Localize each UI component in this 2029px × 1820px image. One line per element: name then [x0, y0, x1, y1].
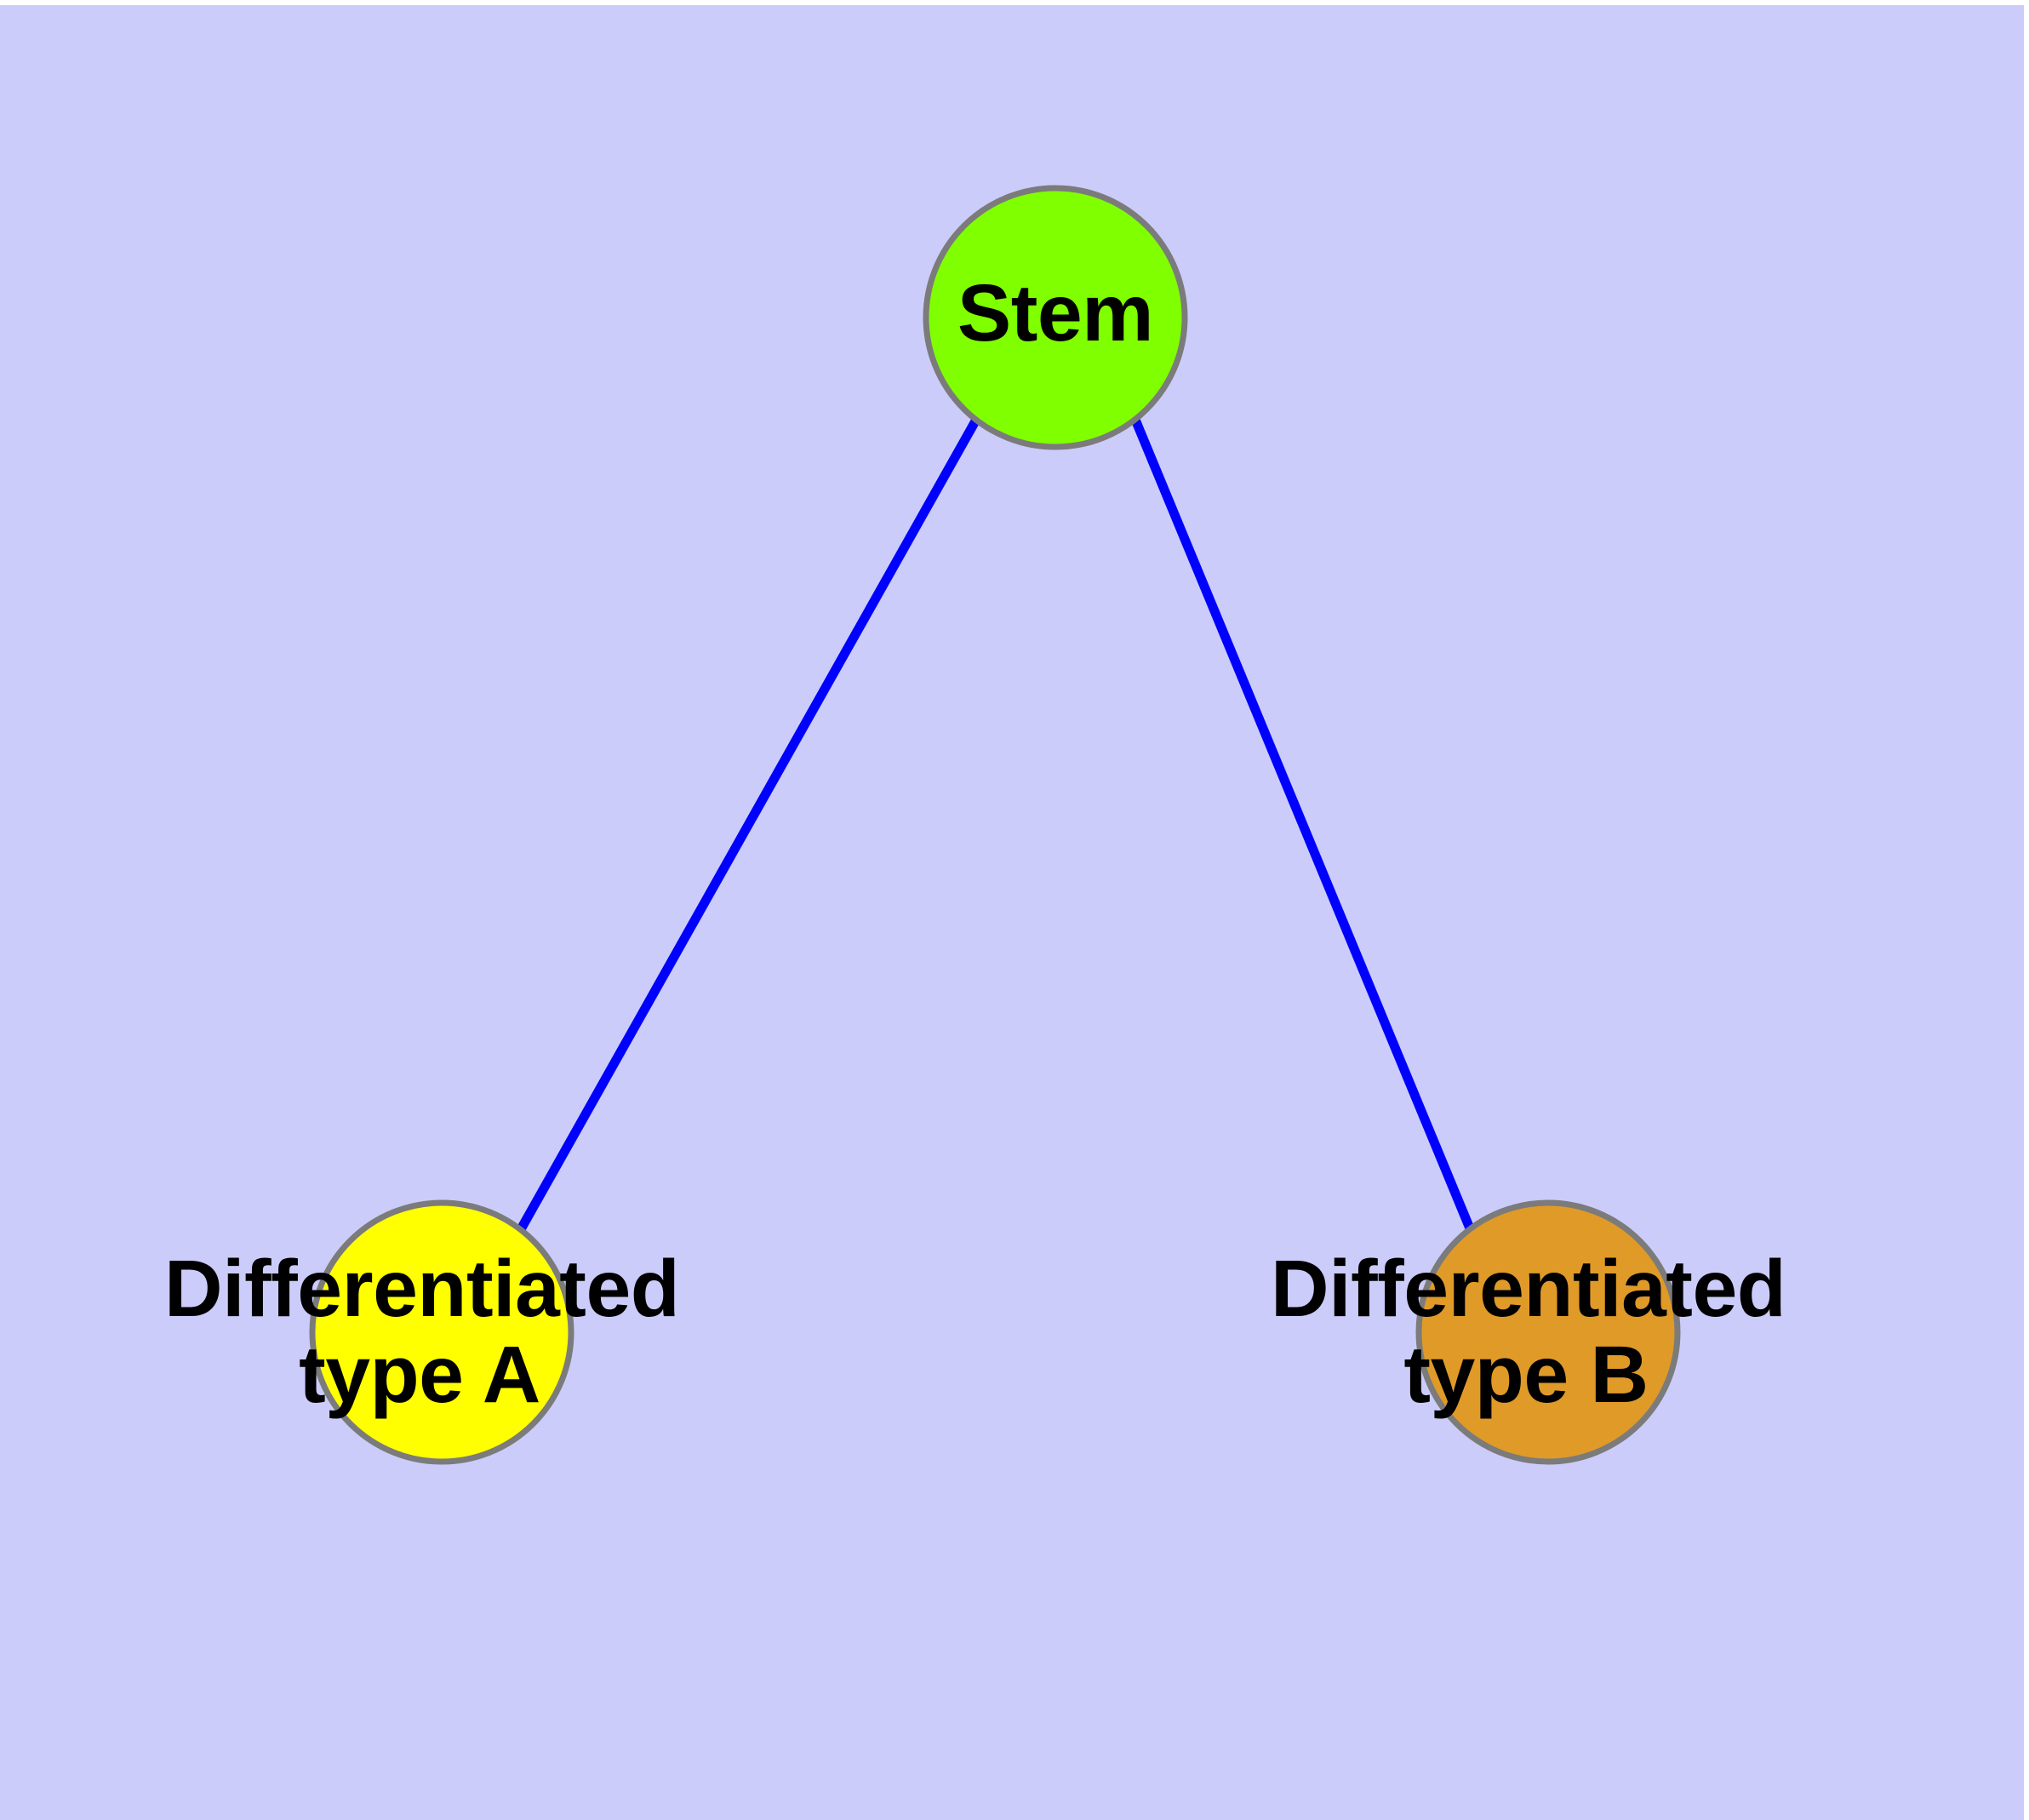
node-differentiated-type-b[interactable] [1415, 1199, 1681, 1465]
node-label-stem: Stem [957, 268, 1154, 358]
label-line-1: Differentiated [164, 1244, 680, 1334]
node-differentiated-type-a[interactable] [309, 1199, 574, 1465]
edge-stem-to-type-a[interactable] [517, 417, 980, 1232]
label-line-2: type B [1403, 1330, 1649, 1420]
label-line-2: type A [299, 1330, 540, 1420]
node-stem[interactable] [923, 185, 1188, 450]
label-line-1: Differentiated [1271, 1244, 1786, 1334]
edge-stem-to-type-b[interactable] [1130, 417, 1475, 1231]
